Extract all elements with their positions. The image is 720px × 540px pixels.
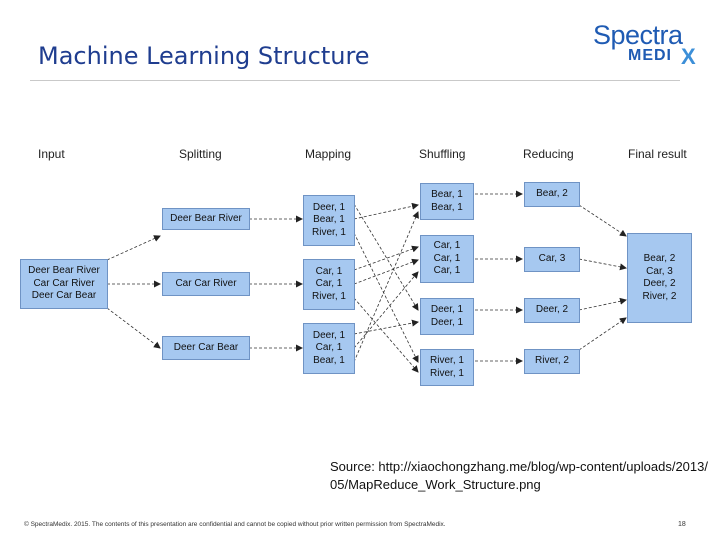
- logo-medi: MEDI: [628, 47, 672, 64]
- split-box: Deer Car Bear: [162, 336, 250, 360]
- copyright-footer: © SpectraMedix. 2015. The contents of th…: [24, 521, 446, 528]
- map-box: Car, 1 Car, 1 River, 1: [303, 259, 355, 310]
- logo-x-mark: X: [681, 44, 696, 69]
- stage-final-label: Final result: [628, 147, 687, 161]
- page-number: 18: [678, 521, 686, 528]
- shuffle-box: Car, 1 Car, 1 Car, 1: [420, 235, 474, 283]
- final-box: Bear, 2 Car, 3 Deer, 2 River, 2: [627, 233, 692, 323]
- map-pair: Bear, 1: [313, 354, 345, 366]
- map-pair: Deer, 1: [312, 329, 346, 341]
- arrow-reduce-final-3: [578, 297, 627, 311]
- reduce-box: Car, 3: [524, 247, 580, 272]
- shuffle-pair: River, 1: [430, 355, 464, 366]
- reduce-box: Bear, 2: [524, 182, 580, 207]
- arrow-map-shuffle-bear1: [353, 202, 419, 220]
- arrow-map-shuffle-river1: [353, 232, 419, 363]
- split-line: Deer Car Bear: [173, 341, 239, 353]
- arrow-reduce-final-1: [578, 204, 627, 237]
- arrow-map-shuffle-car2: [353, 258, 419, 285]
- arrow-input-split-1: [106, 235, 161, 261]
- split-box: Car Car River: [162, 272, 250, 296]
- shuffle-pair: River, 1: [430, 367, 464, 379]
- reduce-pair: Deer, 2: [535, 304, 569, 316]
- shuffle-pair: Car, 1: [433, 240, 461, 252]
- slide-title: Machine Learning Structure: [38, 42, 370, 70]
- shuffle-pair: Car, 1: [433, 252, 461, 264]
- final-pair: Bear, 2: [643, 253, 676, 264]
- reduce-box: Deer, 2: [524, 298, 580, 323]
- stage-input-label: Input: [38, 147, 65, 161]
- logo-spectra: Spectra: [593, 20, 683, 50]
- input-line: Deer Car Bear: [31, 290, 97, 302]
- shuffle-box: River, 1 River, 1: [420, 349, 474, 386]
- arrow-map-shuffle-deer1: [353, 203, 419, 311]
- shuffle-box: Deer, 1 Deer, 1: [420, 298, 474, 335]
- map-pair: Deer, 1: [312, 201, 346, 213]
- map-box: Deer, 1 Bear, 1 River, 1: [303, 195, 355, 246]
- split-line: Deer Bear River: [170, 212, 242, 224]
- map-pair: River, 1: [312, 290, 346, 302]
- stage-splitting-label: Splitting: [179, 147, 222, 161]
- stage-reducing-label: Reducing: [523, 147, 574, 161]
- input-line: Car Car River: [33, 277, 95, 289]
- reduce-pair: River, 2: [535, 355, 569, 367]
- input-line: Deer Bear River: [28, 265, 100, 277]
- map-pair: Bear, 1: [313, 214, 345, 226]
- arrow-reduce-final-2: [578, 258, 627, 271]
- reduce-pair: Bear, 2: [536, 188, 568, 200]
- final-pair: Car, 3: [646, 265, 673, 277]
- map-pair: Car, 1: [315, 265, 343, 277]
- shuffle-pair: Bear, 1: [431, 201, 463, 213]
- arrow-map-shuffle-bear2: [353, 211, 419, 363]
- stage-shuffling-label: Shuffling: [419, 147, 466, 161]
- split-box: Deer Bear River: [162, 208, 250, 230]
- shuffle-pair: Deer, 1: [430, 304, 464, 315]
- title-divider: [30, 80, 680, 81]
- arrow-input-split-3: [106, 307, 161, 349]
- map-pair: Car, 1: [315, 278, 343, 290]
- stage-mapping-label: Mapping: [305, 147, 352, 161]
- shuffle-pair: Deer, 1: [430, 316, 464, 328]
- source-citation: Source: http://xiaochongzhang.me/blog/wp…: [330, 459, 708, 492]
- shuffle-box: Bear, 1 Bear, 1: [420, 183, 474, 220]
- arrow-reduce-final-4: [578, 317, 627, 351]
- shuffle-pair: Bear, 1: [431, 189, 463, 200]
- final-pair: River, 2: [642, 290, 677, 302]
- input-box: Deer Bear River Car Car River Deer Car B…: [20, 259, 108, 309]
- arrow-map-shuffle-river2: [353, 297, 419, 373]
- split-line: Car Car River: [175, 277, 237, 289]
- map-pair: Car, 1: [315, 342, 343, 354]
- arrow-map-shuffle-car3: [353, 271, 419, 349]
- arrow-map-shuffle-car1: [353, 245, 419, 271]
- map-pair: River, 1: [312, 226, 346, 238]
- shuffle-pair: Car, 1: [433, 265, 461, 277]
- reduce-box: River, 2: [524, 349, 580, 374]
- arrow-map-shuffle-deer2: [353, 319, 419, 335]
- map-box: Deer, 1 Car, 1 Bear, 1: [303, 323, 355, 374]
- reduce-pair: Car, 3: [538, 253, 566, 265]
- final-pair: Deer, 2: [643, 278, 676, 289]
